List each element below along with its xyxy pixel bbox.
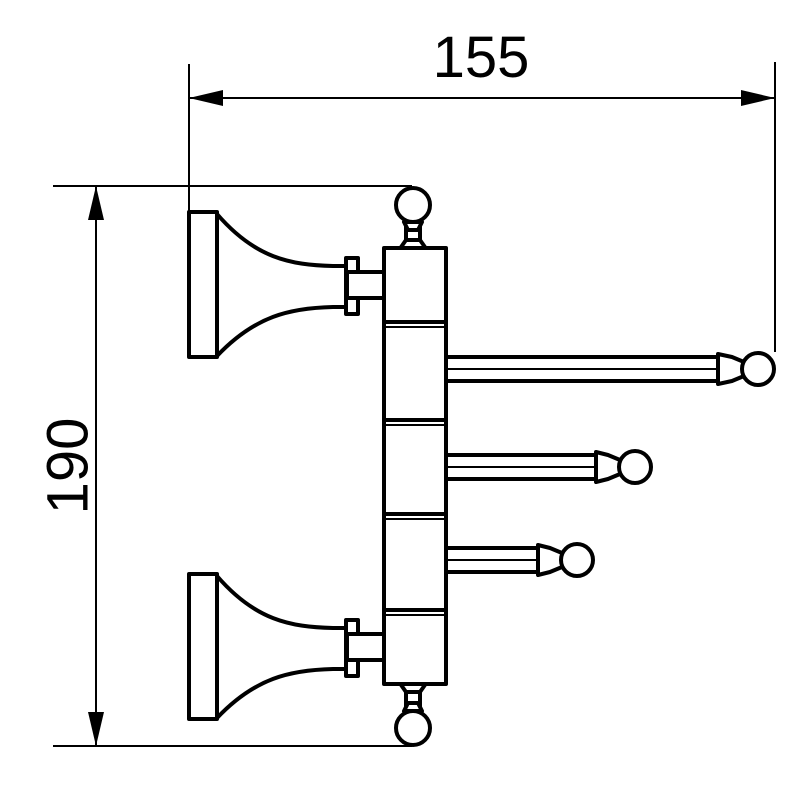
bottom-mount-flange	[215, 574, 349, 720]
top-connector-pin	[345, 270, 386, 300]
towel-arm-3	[440, 542, 595, 578]
top-mount-flange	[215, 212, 349, 358]
towel-arm-2-knob	[617, 449, 653, 485]
column-segment-2	[382, 320, 448, 422]
height-arrow-top	[88, 186, 104, 220]
height-dimension: 190	[35, 185, 412, 747]
towel-arm-1	[440, 351, 776, 387]
width-label: 155	[433, 25, 530, 90]
towel-arm-3-collar	[536, 543, 564, 577]
towel-arm-3-knob	[559, 542, 595, 578]
towel-arm-2-collar	[594, 450, 622, 484]
bottom-wall-plate	[187, 572, 219, 721]
column-segment-3	[382, 418, 448, 516]
bottom-connector-pin	[345, 632, 386, 662]
width-dimension: 155	[188, 25, 776, 352]
width-arrow-right	[741, 90, 775, 106]
width-arrow-left	[189, 90, 223, 106]
bottom-wall-mount	[187, 572, 386, 721]
column-segment-5	[382, 608, 448, 686]
top-finial-ball	[394, 186, 432, 224]
column-segment-1	[382, 246, 448, 324]
pivot-column	[382, 186, 448, 747]
top-wall-mount	[187, 210, 386, 359]
towel-arm-1-knob	[740, 351, 776, 387]
height-label: 190	[35, 418, 100, 515]
towel-arm-2	[440, 449, 653, 485]
column-segment-4	[382, 512, 448, 612]
top-wall-plate	[187, 210, 219, 359]
bottom-finial-cap	[402, 701, 424, 713]
top-finial-cap	[402, 220, 424, 232]
height-arrow-bottom	[88, 712, 104, 746]
bottom-finial-ball	[394, 709, 432, 747]
